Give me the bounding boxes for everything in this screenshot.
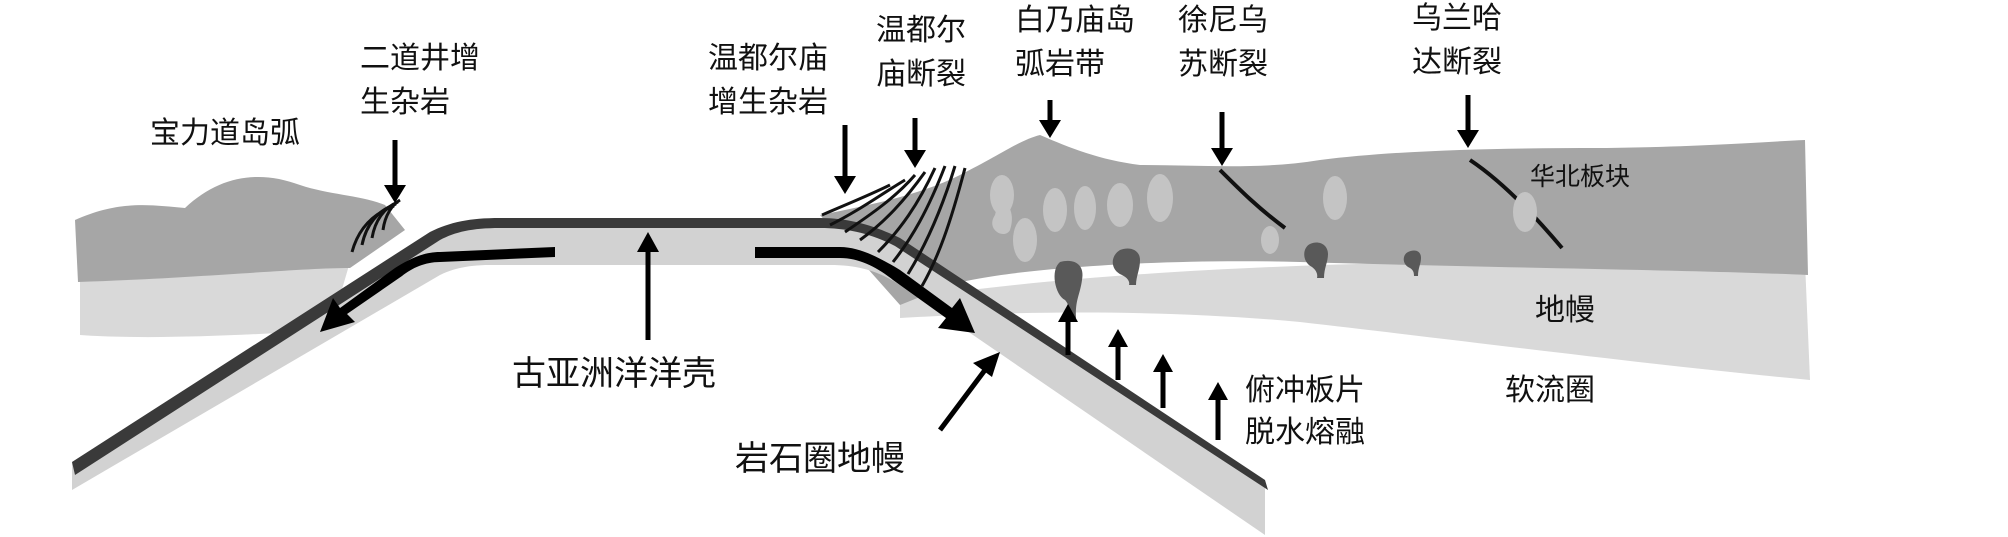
label-lithosphere-mantle: 岩石圈地幔 <box>735 439 905 479</box>
label-ocean-crust: 古亚洲洋洋壳 <box>512 354 716 394</box>
label-wulanhada-line1: 乌兰哈 <box>1412 1 1502 36</box>
left-mantle-band <box>80 262 350 338</box>
label-xuniwusu-line2: 苏断裂 <box>1178 47 1268 82</box>
wulanhada-fault-line <box>1468 158 1564 250</box>
label-xuniwusu-line1: 徐尼乌 <box>1178 3 1268 38</box>
wenduermiao-wedge <box>821 165 967 287</box>
slab-flow-arrows <box>320 247 975 333</box>
baolidao-arc-crust <box>75 176 405 282</box>
label-asthenosphere: 软流圈 <box>1505 373 1595 408</box>
mantle-layer <box>900 261 1810 380</box>
pointer-arrows <box>384 95 1479 440</box>
light-plumes <box>990 174 1537 262</box>
label-bainaimiao-line1: 白乃庙岛 <box>1015 3 1135 38</box>
label-wenduermiao-complex-line1: 温都尔庙 <box>708 41 828 76</box>
ocean-slab-light <box>72 220 1265 535</box>
label-erdaojing-line1: 二道井增 <box>360 41 480 76</box>
label-wenduermiao-fault-line1: 温都尔 <box>876 13 966 48</box>
label-slab-melting-line2: 脱水熔融 <box>1245 415 1365 450</box>
label-mantle: 地幔 <box>1535 293 1595 328</box>
label-wenduermiao-complex-line2: 增生杂岩 <box>708 85 828 120</box>
label-wenduermiao-fault-line2: 庙断裂 <box>876 57 966 92</box>
label-slab-melting-line1: 俯冲板片 <box>1245 373 1365 408</box>
label-wulanhada-line2: 达断裂 <box>1412 45 1502 80</box>
label-erdaojing-line2: 生杂岩 <box>360 85 450 120</box>
label-baolidao-arc: 宝力道岛弧 <box>150 116 300 151</box>
xuniwusu-fault-line <box>1218 168 1287 230</box>
label-north-china-plate: 华北板块 <box>1530 162 1630 191</box>
erdaojing-wedge <box>350 198 401 253</box>
dark-plumes <box>1054 242 1421 318</box>
label-bainaimiao-line2: 弧岩带 <box>1015 47 1105 82</box>
ocean-slab-top-dark <box>72 218 1268 490</box>
